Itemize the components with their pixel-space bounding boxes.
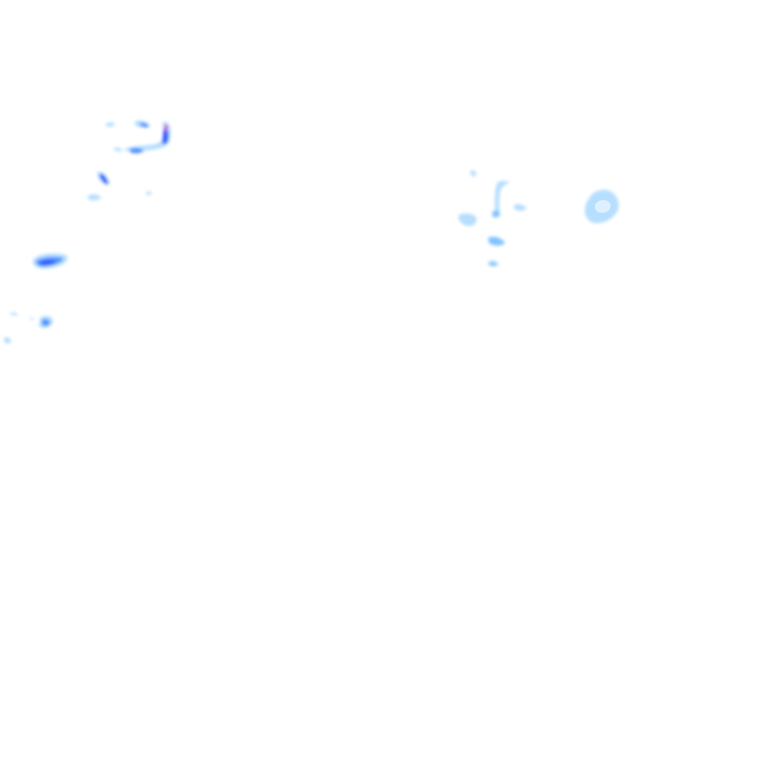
precip-echo-c-2 (494, 180, 510, 214)
precip-echo-w-4 (10, 312, 18, 316)
precip-echo-c-6 (488, 236, 505, 246)
precip-echo-w-3 (40, 260, 56, 265)
precip-echo-nw-12 (146, 191, 152, 195)
precip-echo-c-4 (458, 213, 477, 226)
precip-echo-nw-11 (88, 194, 101, 201)
precip-echo-nw-7 (130, 147, 144, 154)
precip-echo-c-8 (490, 262, 497, 266)
precip-echo-e-1-hollow (594, 200, 611, 213)
precip-echo-w-6 (42, 319, 50, 326)
precip-echo-nw-10 (100, 173, 108, 185)
precip-echo-nw-6 (164, 124, 169, 131)
precip-echo-c-5 (514, 204, 526, 211)
precip-echo-w-8 (30, 317, 34, 320)
precip-echo-nw-5 (162, 127, 169, 144)
precip-echo-nw-4 (124, 121, 171, 152)
precip-echo-nw-2 (140, 122, 149, 128)
precip-echo-nw-3 (106, 122, 115, 127)
precip-echo-c-1 (470, 170, 477, 177)
precip-echo-nw-8 (114, 147, 122, 152)
precip-echo-w-7 (4, 337, 11, 344)
precip-echo-c-3 (492, 210, 500, 218)
